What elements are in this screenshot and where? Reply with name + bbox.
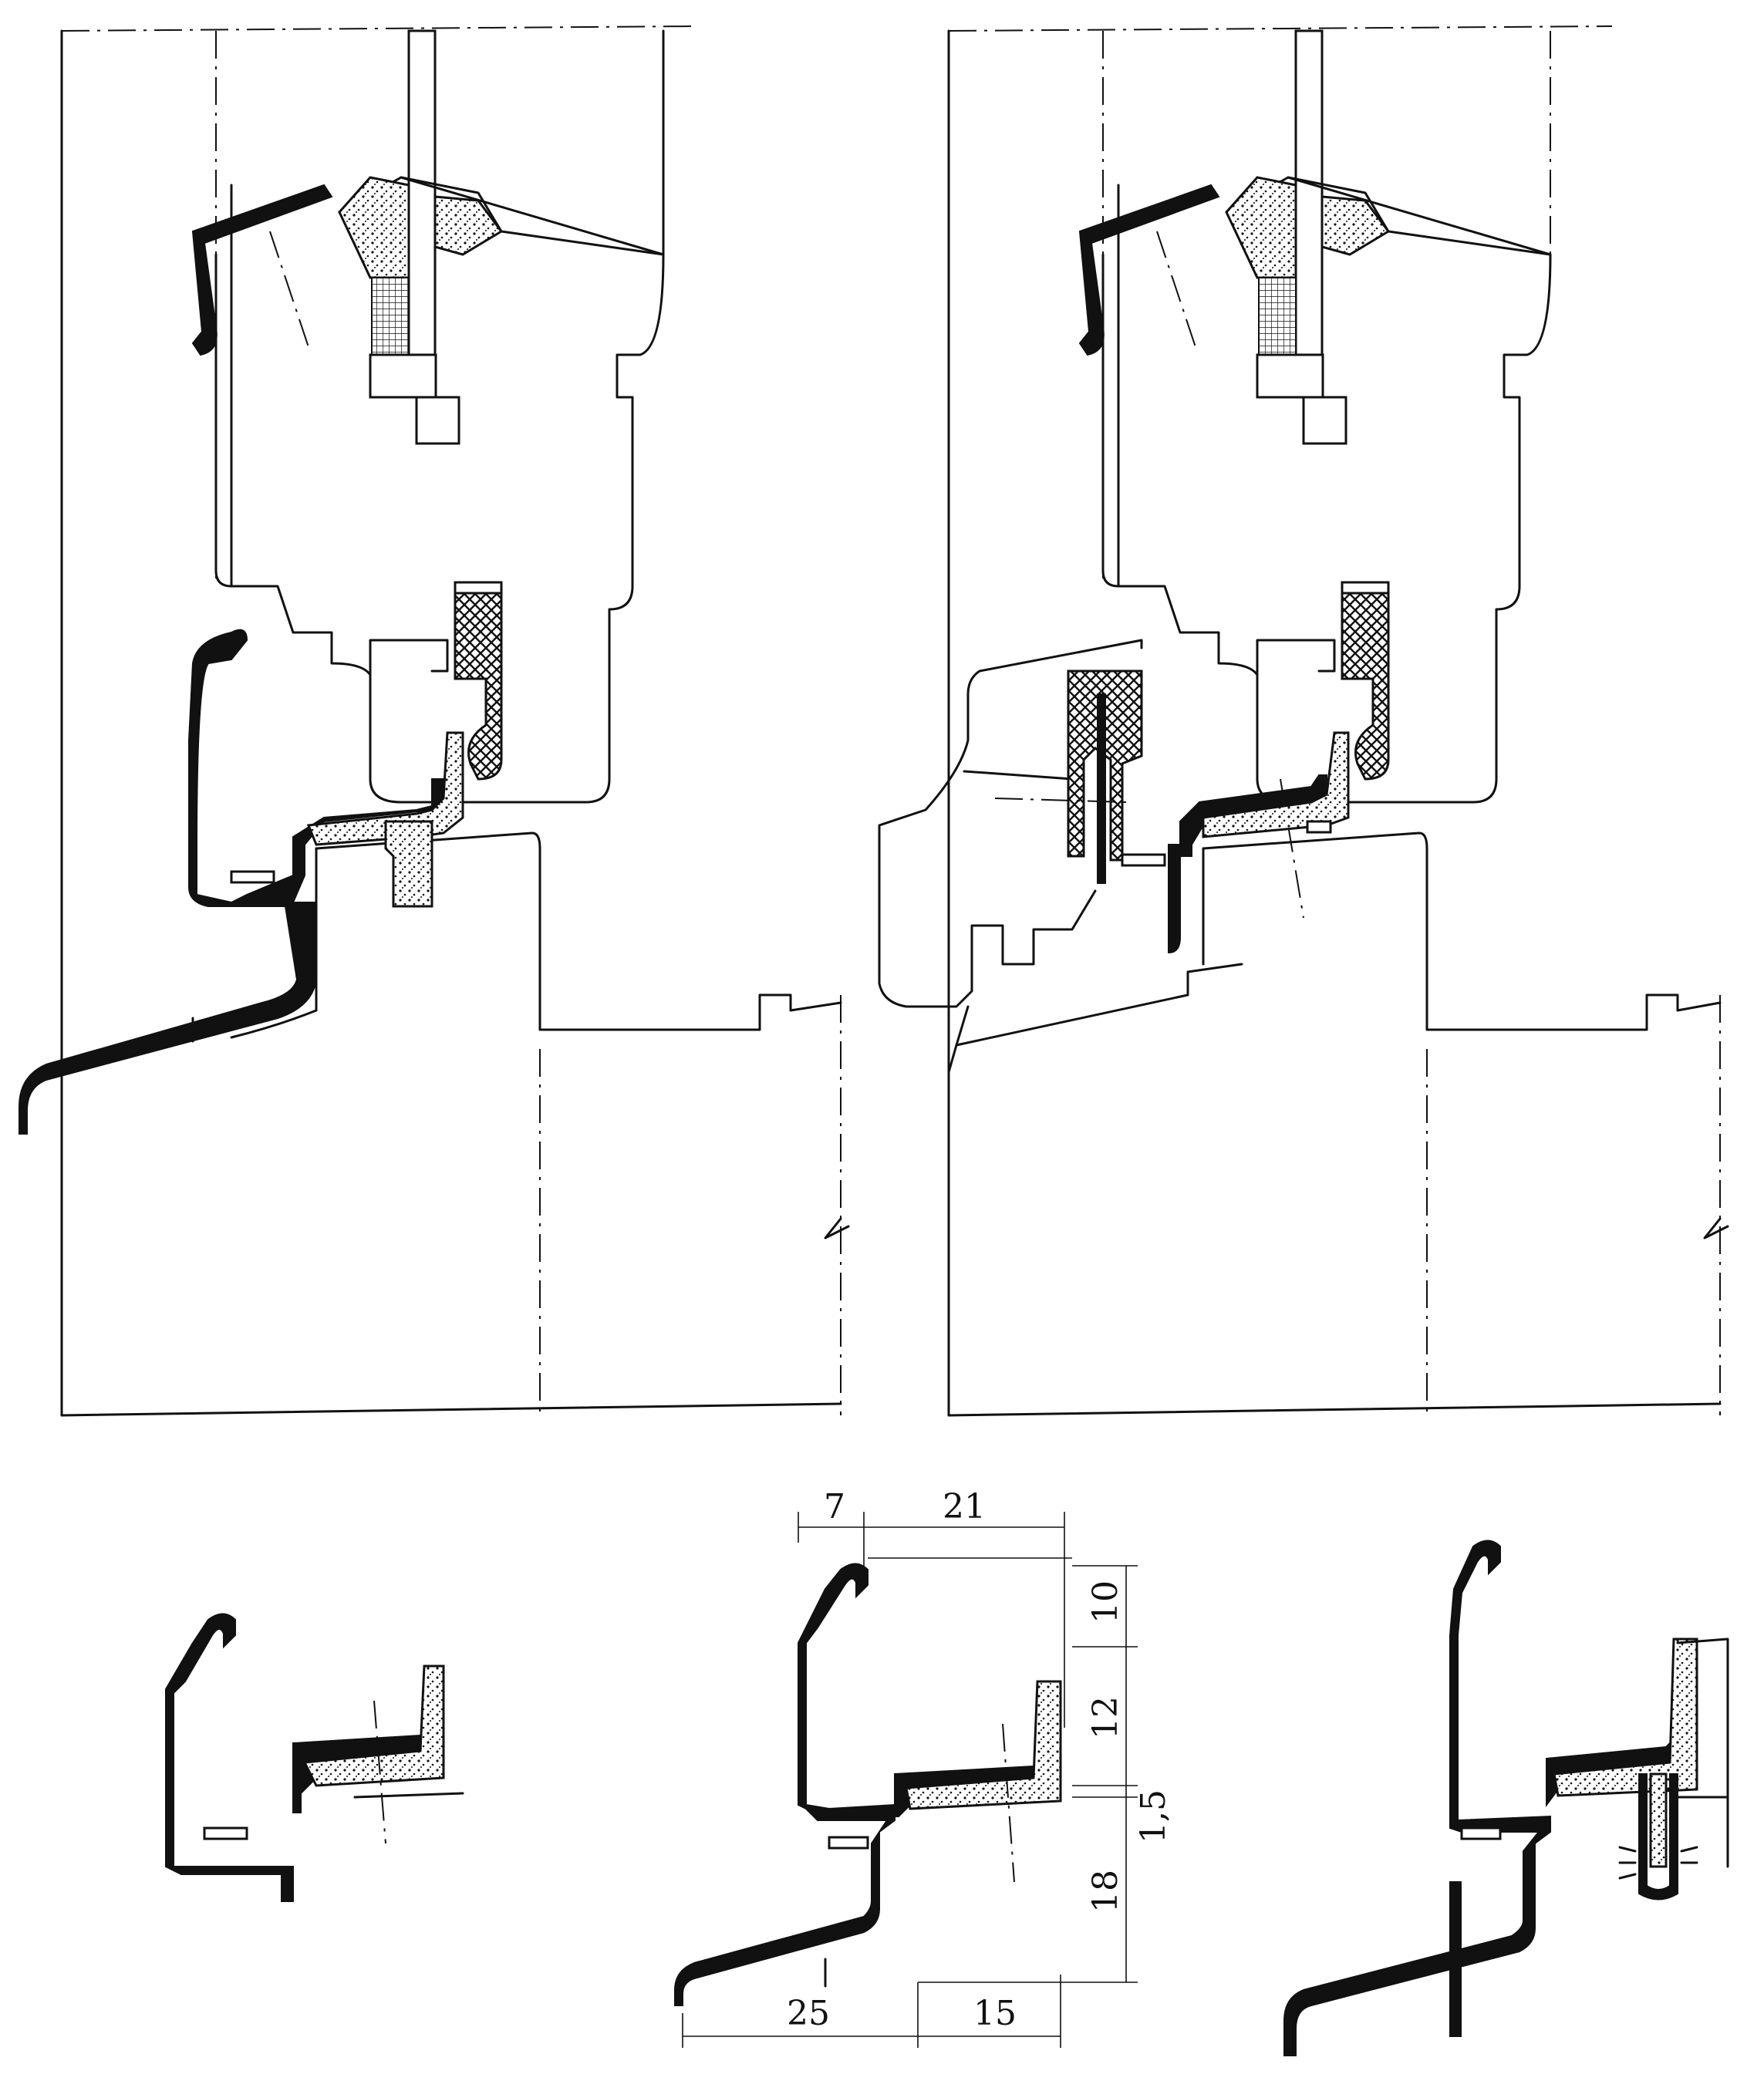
glass-pane-right <box>1294 29 1324 395</box>
thermal-break-b <box>905 1680 1062 1810</box>
top-right-section <box>878 25 1729 1417</box>
sill-profile-a <box>165 1613 294 1902</box>
dim-right-1: 10 <box>1086 1580 1125 1624</box>
dim-bottom-left: 25 <box>787 1994 830 2033</box>
frame-profile-right <box>1202 831 1722 1031</box>
dim-top-left: 7 <box>824 1487 845 1526</box>
sash-gasket-right <box>1341 585 1390 781</box>
dim-right-4: 18 <box>1086 1870 1125 1913</box>
dim-right-3: 1,5 <box>1134 1789 1173 1843</box>
frame-profile <box>315 831 842 1031</box>
bottom-left-profile <box>165 1613 464 1902</box>
sill-profile-b <box>674 1563 895 2006</box>
bottom-center-profile: 7 21 10 12 1,5 18 25 15 <box>674 1487 1173 2048</box>
bottom-right-profile <box>1283 1540 1729 2056</box>
sub-sill-gasket <box>1067 669 1143 862</box>
setting-block <box>371 277 410 356</box>
thermal-break-a <box>302 1664 445 1787</box>
sill-profile-c <box>1283 1540 1551 2056</box>
sash-profile-right <box>1101 176 1552 804</box>
glass-pane <box>407 29 437 395</box>
thermal-break-c <box>1553 1637 1698 1797</box>
sill-thermal-break <box>306 731 464 846</box>
top-left-section <box>19 25 850 1417</box>
dimension-lines <box>682 1512 1138 2048</box>
dim-bottom-right: 15 <box>973 1994 1017 2033</box>
glazing-compound <box>338 176 410 279</box>
sash-profile <box>214 176 665 804</box>
sash-drip-cap <box>191 184 333 356</box>
sill-thermal-break-right <box>1202 731 1350 838</box>
sash-gasket <box>454 585 503 781</box>
dim-right-2: 12 <box>1086 1696 1125 1739</box>
dim-top-right: 21 <box>943 1487 986 1526</box>
sill-drip-profile <box>19 629 444 1135</box>
sash-drip-cap-right <box>1078 184 1220 356</box>
sub-sill-block <box>878 639 1143 1008</box>
